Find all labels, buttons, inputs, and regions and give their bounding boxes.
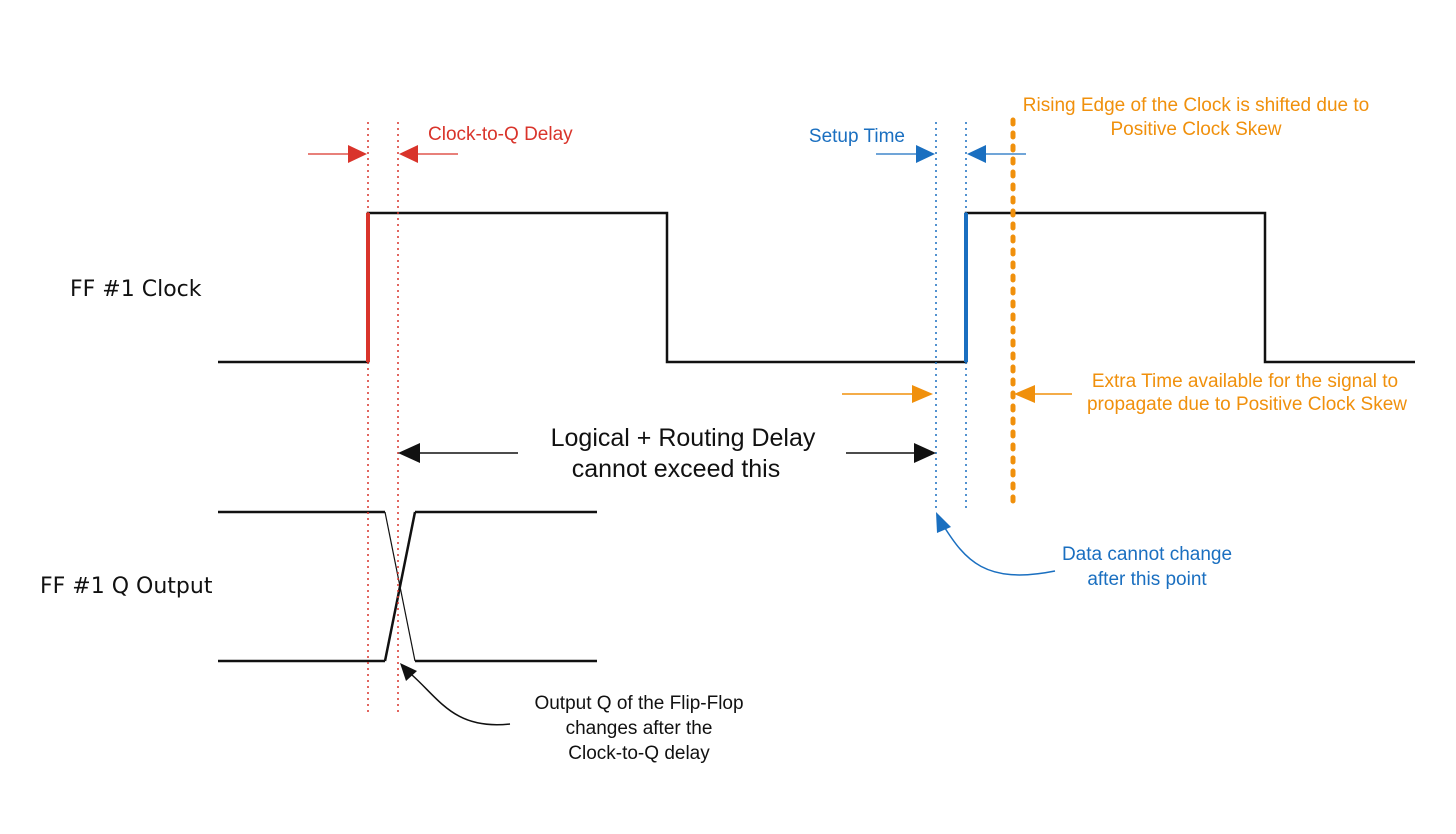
clock-to-q-label: Clock-to-Q Delay: [428, 124, 573, 145]
data-callout-curve: [942, 524, 1056, 576]
data-callout-label-line1: Data cannot change: [1062, 544, 1232, 565]
output-callout-curve: [411, 674, 511, 726]
q-output-signal-label: FF #1 Q Output: [40, 574, 213, 599]
clock-skew-label-line1: Rising Edge of the Clock is shifted due …: [1023, 95, 1369, 116]
setup-time-label: Setup Time: [809, 126, 905, 147]
logic-delay-label-line2: cannot exceed this: [572, 455, 780, 483]
q-transition-fall: [384, 511, 416, 662]
setup-time-arrows: [876, 145, 1026, 163]
output-callout-label-line3: Clock-to-Q delay: [568, 743, 710, 764]
data-callout-label-line2: after this point: [1087, 569, 1207, 590]
clock-signal-label: FF #1 Clock: [70, 277, 202, 302]
logic-delay-label-line1: Logical + Routing Delay: [551, 424, 816, 452]
data-callout-arrowhead: [936, 512, 951, 533]
output-callout-label-line1: Output Q of the Flip-Flop: [534, 693, 743, 714]
extra-time-label-line2: propagate due to Positive Clock Skew: [1087, 394, 1407, 415]
extra-time-label-line1: Extra Time available for the signal to: [1092, 371, 1398, 392]
extra-time-arrows: [842, 385, 1072, 403]
logic-delay-arrows: [398, 443, 936, 463]
output-callout-label-line2: changes after the: [566, 718, 713, 739]
clock-skew-label-line2: Positive Clock Skew: [1110, 119, 1281, 140]
output-callout-arrowhead: [400, 663, 417, 681]
clock-to-q-arrows: [308, 145, 458, 163]
